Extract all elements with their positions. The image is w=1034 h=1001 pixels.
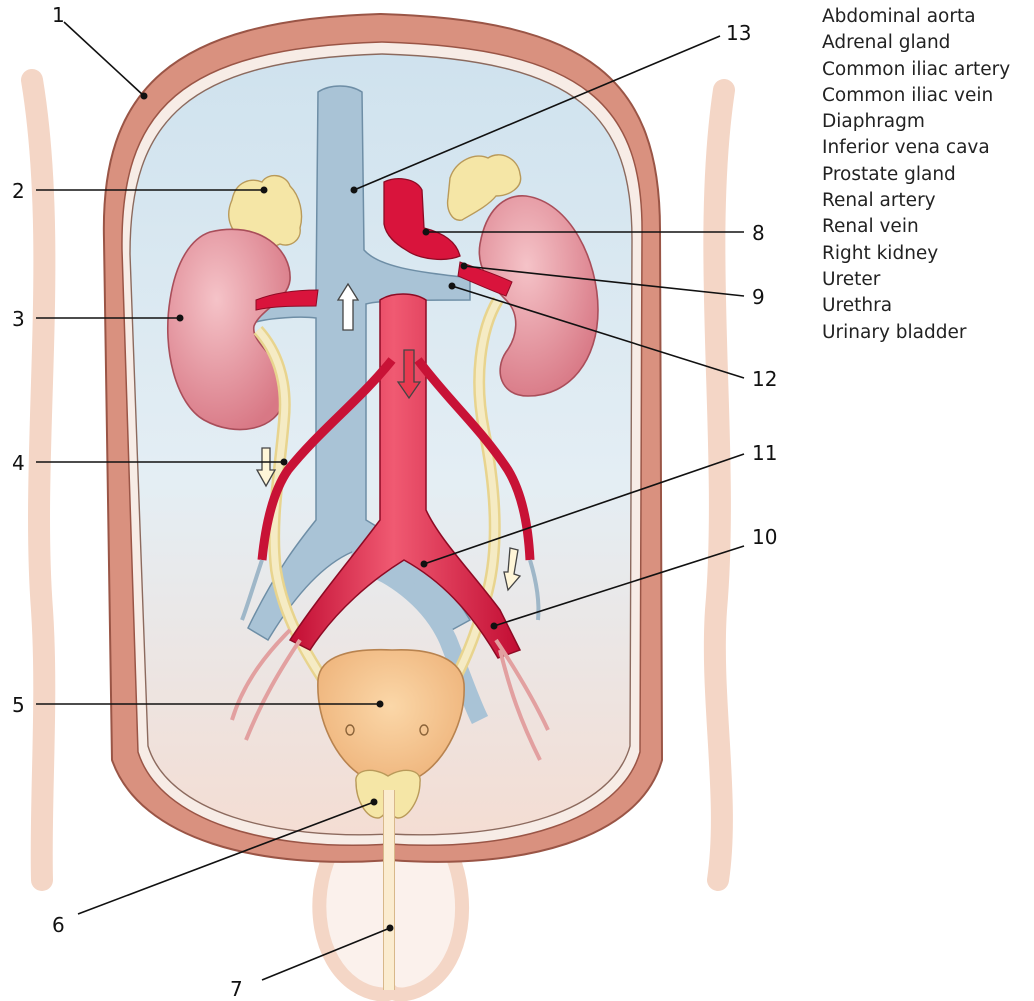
callout-5: 5: [12, 693, 25, 717]
callout-11: 11: [752, 441, 777, 465]
legend-term: Ureter: [822, 267, 1010, 293]
legend-term: Urinary bladder: [822, 320, 1010, 346]
legend-term: Abdominal aorta: [822, 4, 1010, 30]
legend-term: Common iliac artery: [822, 57, 1010, 83]
legend-term: Renal vein: [822, 214, 1010, 240]
callout-7: 7: [230, 977, 243, 1001]
legend-term: Inferior vena cava: [822, 135, 1010, 161]
callout-4: 4: [12, 451, 25, 475]
legend-term: Urethra: [822, 293, 1010, 319]
legend-term: Prostate gland: [822, 162, 1010, 188]
callout-9: 9: [752, 285, 765, 309]
callout-3: 3: [12, 307, 25, 331]
callout-13: 13: [726, 21, 751, 45]
callout-2: 2: [12, 179, 25, 203]
legend-term: Adrenal gland: [822, 30, 1010, 56]
callout-8: 8: [752, 221, 765, 245]
callout-6: 6: [52, 913, 65, 937]
urethra: [384, 790, 394, 990]
callout-12: 12: [752, 367, 777, 391]
callout-1: 1: [52, 3, 65, 27]
callout-10: 10: [752, 525, 777, 549]
legend-term-list: Abdominal aorta Adrenal gland Common ili…: [822, 4, 1010, 346]
legend-term: Right kidney: [822, 241, 1010, 267]
legend-term: Common iliac vein: [822, 83, 1010, 109]
legend-term: Renal artery: [822, 188, 1010, 214]
legend-term: Diaphragm: [822, 109, 1010, 135]
